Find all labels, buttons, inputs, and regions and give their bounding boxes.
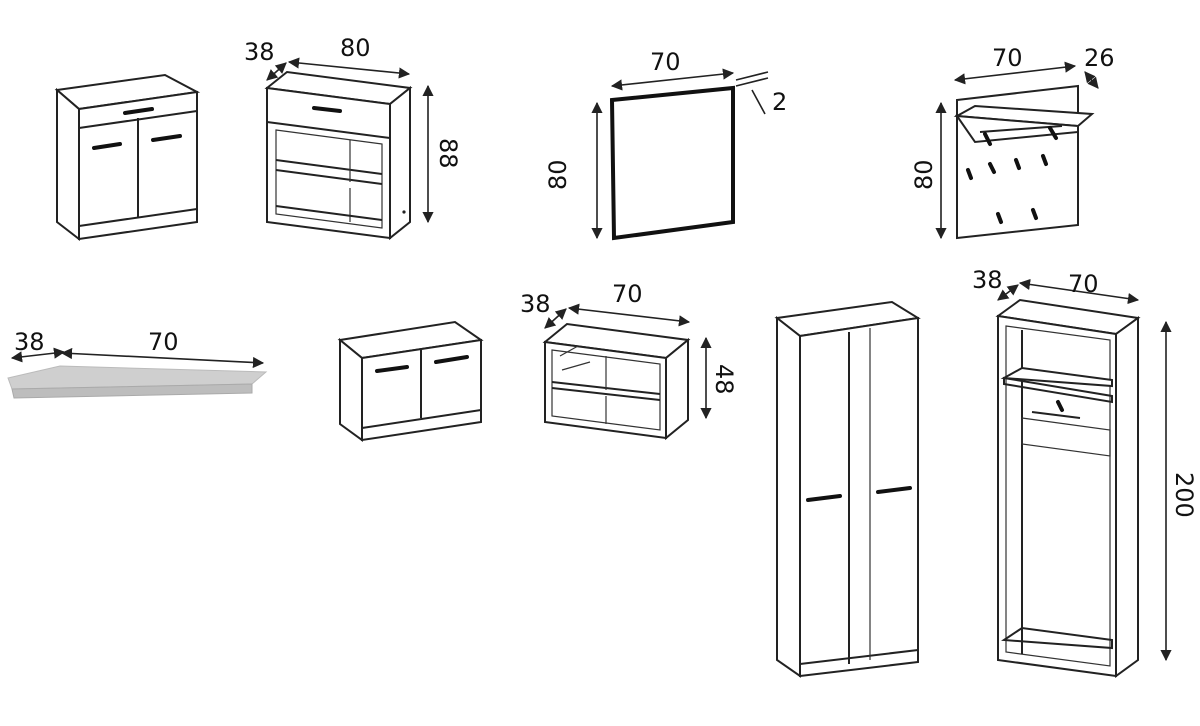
mirror: 70 2 80 [544,48,787,241]
chest-height-label: 88 [434,138,462,169]
bench-open: 38 70 48 [520,280,738,441]
hanger-height-label: 80 [910,159,938,190]
hanger-width-label: 70 [992,44,1023,72]
wardrobe-depth-label: 38 [972,266,1003,294]
chest-width-label: 80 [340,34,371,62]
mirror-depth-label: 2 [772,88,787,116]
hanger-depth-label: 26 [1084,44,1115,72]
chest-drawer-doors [54,73,201,242]
chest-depth-label: 38 [244,38,275,66]
chest-open: 38 80 88 [244,34,462,241]
hanger-panel: 70 26 80 [910,44,1115,240]
bench-doors [337,320,484,442]
mirror-width-label: 70 [650,48,681,76]
bench-height-label: 48 [710,364,738,395]
bench-width-label: 70 [612,280,643,308]
cushion-width-label: 70 [148,328,179,356]
mirror-height-label: 80 [544,159,572,190]
cushion-depth-label: 38 [14,328,45,356]
wardrobe-height-label: 200 [1170,472,1198,518]
wardrobe-open: 38 70 200 [972,266,1198,678]
wardrobe-width-label: 70 [1068,270,1099,298]
wardrobe-doors [774,300,921,678]
seat-cushion: 38 70 [7,328,268,399]
bench-depth-label: 38 [520,290,551,318]
